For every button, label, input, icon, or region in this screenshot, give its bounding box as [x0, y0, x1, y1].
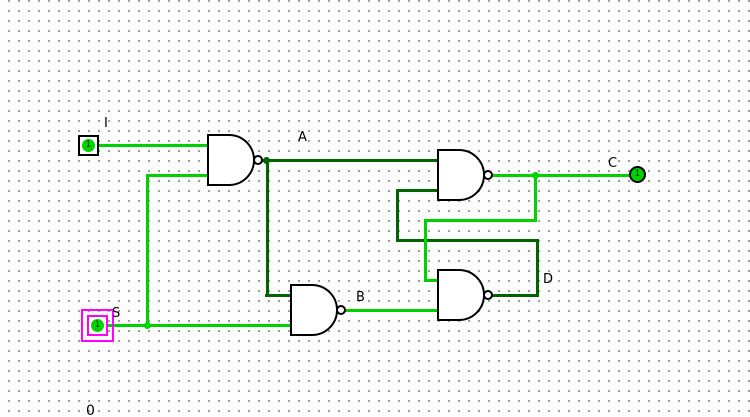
nand-body	[207, 134, 255, 186]
pin-i-value: 1	[82, 139, 95, 152]
nand-body	[437, 149, 485, 201]
label-a: A	[298, 130, 307, 145]
nand-bubble	[483, 290, 493, 300]
nand-gate-2[interactable]	[290, 284, 346, 336]
input-pin-s[interactable]: 1	[87, 315, 108, 336]
label-b: B	[356, 290, 365, 305]
wire-d-vertical-right[interactable]	[536, 239, 539, 297]
nand-gate-1[interactable]	[207, 134, 263, 186]
wire-c-feedback-horiz[interactable]	[424, 219, 537, 222]
wire-i-to-nand1[interactable]	[97, 144, 207, 147]
wire-s-to-nand2[interactable]	[104, 324, 290, 327]
pin-s-value: 1	[91, 319, 104, 332]
nand-bubble	[483, 170, 493, 180]
selection-rect-s	[81, 309, 114, 342]
label-d: D	[543, 272, 554, 287]
nand-bubble	[336, 305, 346, 315]
junction-s-node	[144, 322, 151, 329]
junction-a-node	[263, 157, 270, 164]
junction-c-node	[532, 172, 539, 179]
label-i: I	[104, 116, 108, 131]
wire-a-vertical[interactable]	[266, 159, 269, 297]
wire-c-feedback-vert2[interactable]	[424, 219, 427, 282]
wire-c-feedback-to-nand4[interactable]	[424, 279, 437, 282]
nand-bubble	[253, 155, 263, 165]
wire-d-from-nand4[interactable]	[491, 294, 539, 297]
nand-gate-3[interactable]	[437, 149, 493, 201]
nand-body	[437, 269, 485, 321]
output-pin-c[interactable]: 1	[629, 166, 646, 183]
label-s: S	[112, 306, 121, 321]
label-c: C	[608, 156, 618, 171]
partial-bottom-text: 0	[86, 403, 95, 417]
wire-d-horizontal[interactable]	[396, 239, 538, 242]
wire-s-feedback-to-nand1[interactable]	[146, 174, 207, 177]
input-pin-i[interactable]: 1	[78, 135, 99, 156]
wire-a-to-nand2[interactable]	[265, 294, 290, 297]
wire-c-to-output[interactable]	[491, 174, 629, 177]
pin-c-value: 1	[634, 169, 641, 179]
wire-s-feedback-vertical[interactable]	[146, 174, 149, 327]
wire-d-vertical-left[interactable]	[396, 189, 399, 242]
wire-d-to-nand3[interactable]	[396, 189, 437, 192]
wire-b-horizontal[interactable]	[344, 309, 437, 312]
wire-a-horizontal[interactable]	[261, 159, 437, 162]
nand-gate-4[interactable]	[437, 269, 493, 321]
nand-body	[290, 284, 338, 336]
wire-c-feedback-vert1[interactable]	[534, 174, 537, 222]
